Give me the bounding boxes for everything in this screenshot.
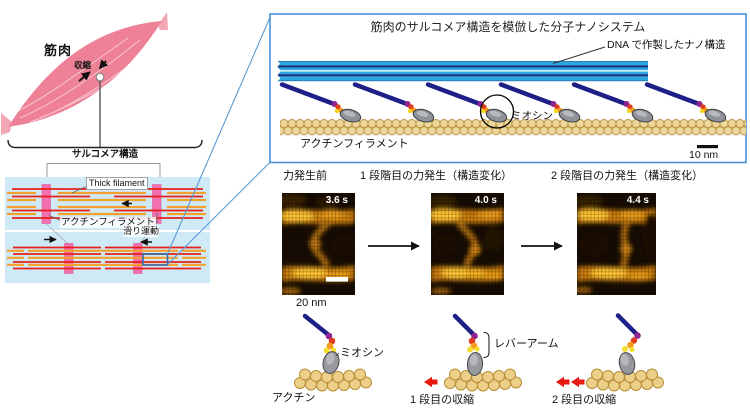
thick-filament-label: Thick filament — [86, 177, 148, 190]
myosin-schematic-2 — [424, 313, 490, 388]
actin-filament-label: アクチンフィラメント — [60, 217, 156, 229]
panel-correspondence-line — [45, 223, 69, 245]
afm-timestamp-2: 4.0 s — [474, 195, 497, 206]
afm-timestamp-1: 3.6 s — [325, 195, 348, 206]
step1-contraction-label: 1 段目の収縮 — [410, 394, 475, 406]
myosin-schematic-3 — [556, 313, 641, 388]
myosin-schematic-1 — [302, 313, 340, 374]
sarcomere-bracket-label: サルコメア構造 — [71, 149, 139, 160]
zoom-origin-circle — [95, 72, 105, 82]
nano-system-box — [269, 13, 747, 164]
muscle-illustration — [1, 12, 168, 147]
dna-nanostructure-bar — [274, 60, 648, 82]
actin-pointer-left — [48, 215, 63, 222]
sarcomere-diagram — [5, 177, 210, 283]
myosin-circle-annotation — [479, 94, 515, 129]
lever-arm-bracket — [483, 331, 490, 359]
zoom-connector-lines — [166, 15, 272, 265]
dna-pointer-line — [552, 46, 606, 64]
muscle-label: 筋肉 — [44, 43, 73, 58]
schematic-actin-label: アクチン — [272, 392, 316, 404]
scale-label-20nm: 20 nm — [296, 297, 327, 309]
myosin-label-pointer — [335, 352, 340, 357]
red-arrow — [424, 376, 438, 388]
thick-filament-pointer — [71, 186, 87, 194]
contraction-label: 収縮 — [74, 60, 92, 70]
scale-bar-10nm — [697, 145, 718, 149]
thick-filament-lines-relaxed — [7, 191, 206, 216]
zoom-highlight-rect — [142, 253, 169, 266]
afm-panel-1-label: 力発生前 — [283, 170, 327, 182]
red-arrow — [571, 376, 585, 388]
bracket-to-zdisc-connector — [46, 163, 161, 186]
dna-structure-label: DNA で作製したナノ構造 — [607, 39, 726, 51]
red-arrow — [556, 376, 570, 388]
step2-contraction-label: 2 段目の収縮 — [552, 394, 617, 406]
lever-arm-label: レバーアーム — [494, 338, 559, 350]
afm-image-1 — [282, 193, 355, 295]
contraction-arrows — [78, 59, 109, 82]
sarcomere-bracket — [7, 139, 203, 149]
nano-actin-label: アクチンフィラメント — [300, 138, 409, 150]
schematic-myosin-label: ミオシン — [340, 347, 384, 359]
scale-label-10nm: 10 nm — [689, 149, 719, 161]
afm-image-2 — [431, 193, 504, 295]
muscle-striations — [15, 37, 153, 123]
afm-panel-2-label: 1 段階目の力発生（構造変化） — [360, 170, 513, 182]
afm-image-3 — [577, 193, 656, 295]
nano-myosin-label: ミオシン — [511, 110, 553, 122]
sliding-motion-label: 滑り運動 — [123, 226, 160, 237]
actin-bead-filament — [280, 119, 746, 136]
scale-bar-20nm — [326, 277, 348, 282]
afm-panel-3-label: 2 段階目の力発生（構造変化） — [551, 170, 704, 182]
nano-box-title: 筋肉のサルコメア構造を模倣した分子ナノシステム — [370, 20, 646, 34]
afm-timestamp-3: 4.4 s — [626, 195, 649, 206]
